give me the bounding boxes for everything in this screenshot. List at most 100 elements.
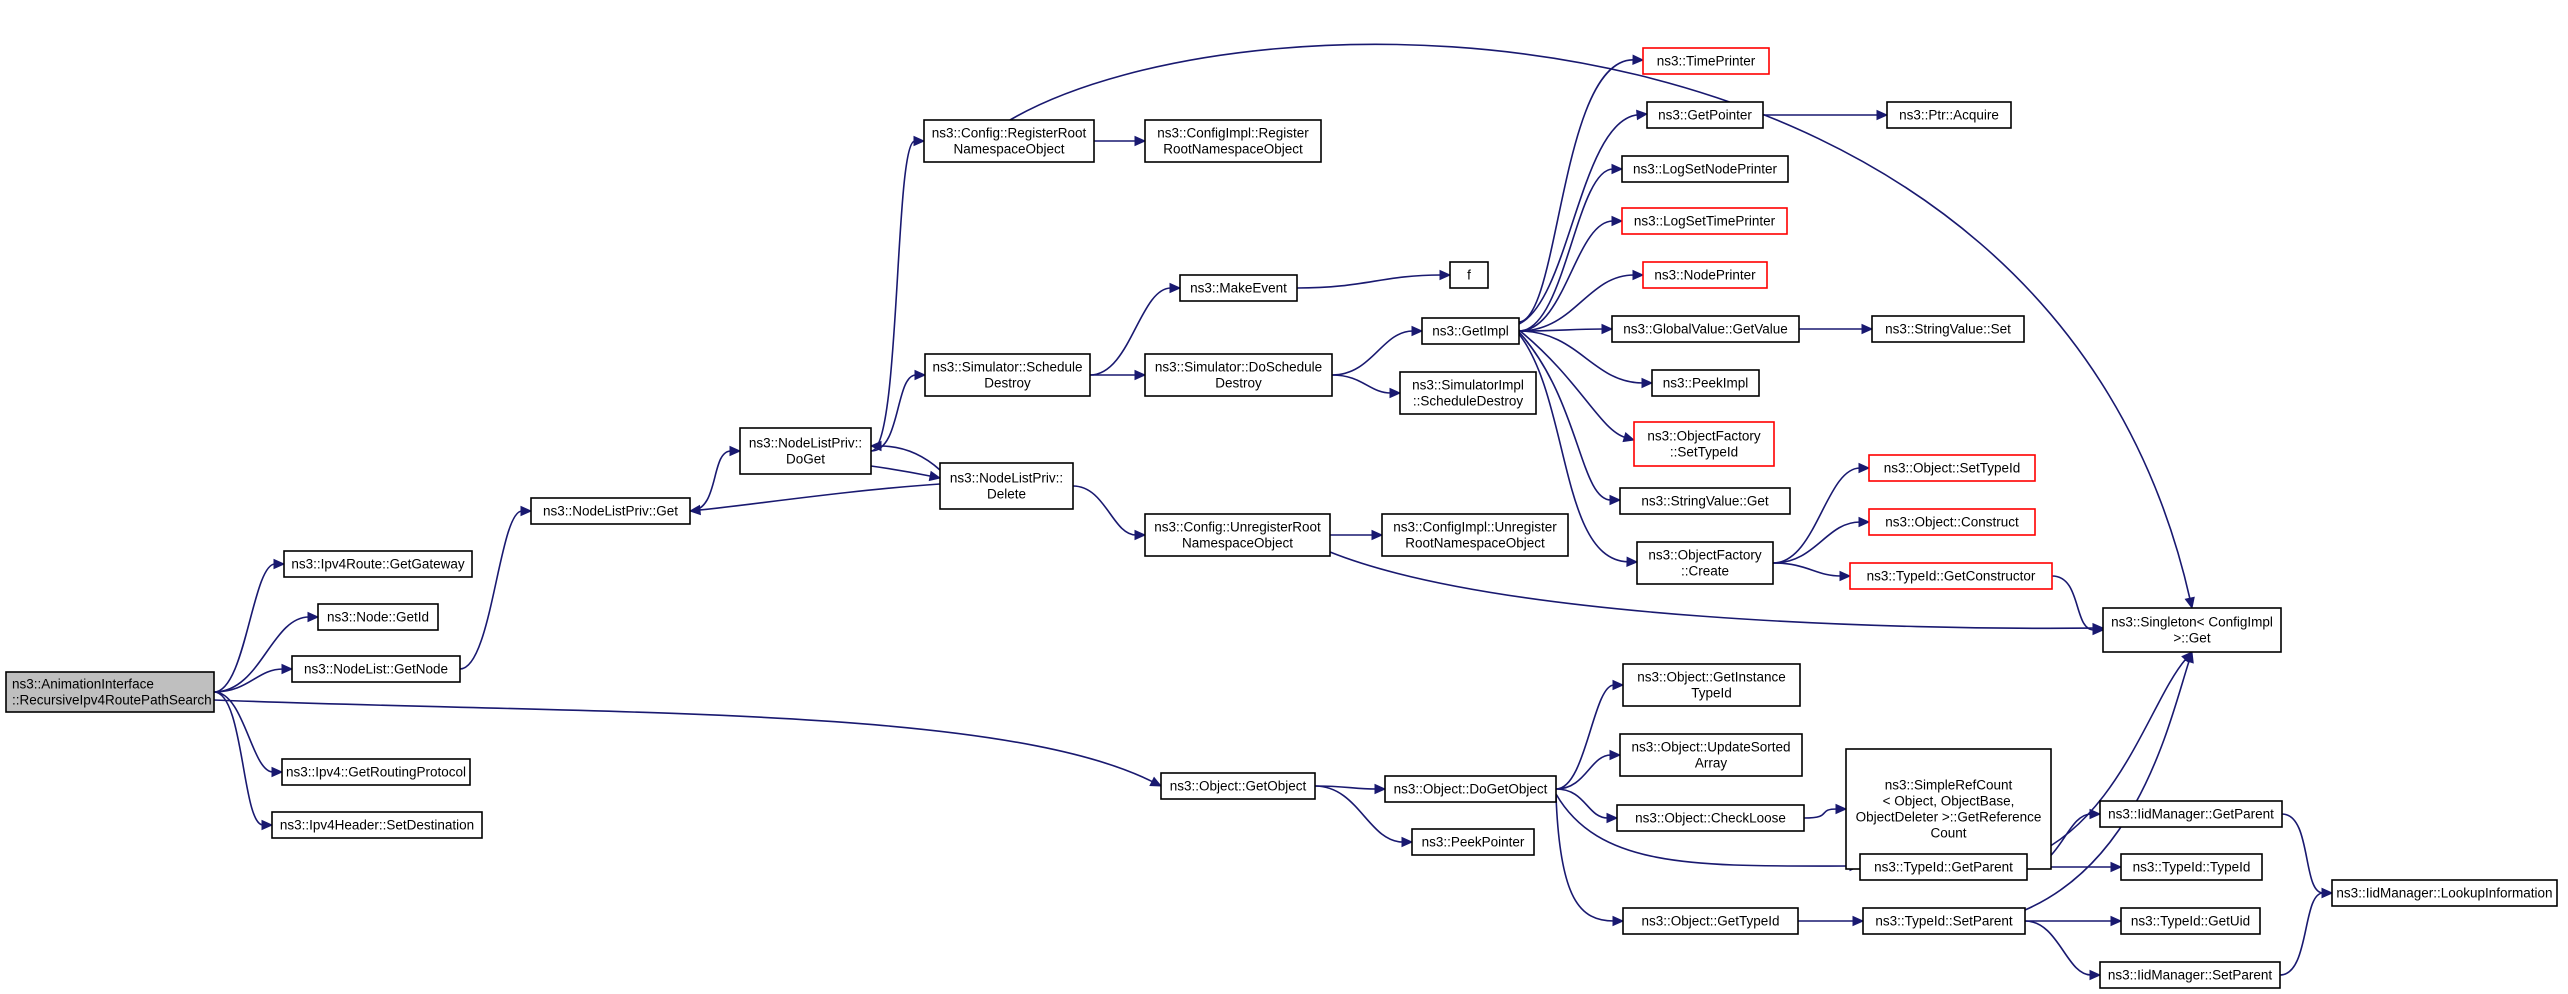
node-singleton[interactable]: ns3::Singleton< ConfigImpl>::Get [2102,607,2282,653]
node-nlpdelete[interactable]: ns3::NodeListPriv::Delete [939,462,1074,510]
node-ptracquire[interactable]: ns3::Ptr::Acquire [1886,101,2012,129]
edge-tidsetparent-to-iidsetparent [2024,920,2102,981]
node-label: f [1467,268,1471,283]
node-ofsettypeid[interactable]: ns3::ObjectFactory::SetTypeId [1633,421,1775,467]
arrow-head-icon [271,766,284,778]
node-label: ns3::TypeId::GetConstructor [1867,569,2036,584]
edge-line [2051,575,2095,631]
node-nodegetid[interactable]: ns3::Node::GetId [317,603,439,631]
node-label: Count [1930,826,1966,841]
node-nodeprinter[interactable]: ns3::NodePrinter [1642,261,1768,289]
node-label: ns3::Simulator::Schedule [932,360,1082,375]
node-tidtypeid[interactable]: ns3::TypeId::TypeId [2120,853,2263,881]
node-objsettypeid[interactable]: ns3::Object::SetTypeId [1868,454,2036,482]
node-iidsetparent[interactable]: ns3::IidManager::SetParent [2099,961,2281,989]
node-label: ::RecursiveIpv4RoutePathSearch [12,693,212,708]
node-ipv4getrouting[interactable]: ns3::Ipv4::GetRoutingProtocol [281,758,471,786]
arrow-head-icon [2321,887,2334,899]
node-label: ns3::Object::CheckLoose [1635,811,1786,826]
node-tidgetuid[interactable]: ns3::TypeId::GetUid [2120,907,2261,935]
node-label: ns3::Object::GetTypeId [1641,914,1779,929]
node-peekpointer[interactable]: ns3::PeekPointer [1411,828,1535,856]
node-getpointer[interactable]: ns3::GetPointer [1646,101,1764,129]
node-box [1144,119,1322,163]
node-box [1616,804,1805,832]
arrow-head-icon [1374,783,1387,795]
edges-layer [213,43,2334,981]
node-getimpl[interactable]: ns3::GetImpl [1421,317,1520,345]
node-ipv4header[interactable]: ns3::Ipv4Header::SetDestination [271,811,483,839]
node-iidgetparent[interactable]: ns3::IidManager::GetParent [2099,800,2283,828]
arrow-head-icon [1371,529,1384,541]
node-iidlookup[interactable]: ns3::IidManager::LookupInformation [2331,879,2558,907]
node-makeevent[interactable]: ns3::MakeEvent [1179,274,1298,302]
node-label: Destroy [984,376,1031,391]
node-tidgetparent[interactable]: ns3::TypeId::GetParent [1859,853,2028,881]
edge-line [459,510,523,670]
node-ofcreate[interactable]: ns3::ObjectFactory::Create [1636,541,1774,585]
node-nodelistgetnode[interactable]: ns3::NodeList::GetNode [291,655,461,683]
node-label: ns3::IidManager::GetParent [2108,807,2274,822]
node-tidgetctor[interactable]: ns3::TypeId::GetConstructor [1849,562,2053,590]
node-objdogetobject[interactable]: ns3::Object::DoGetObject [1384,775,1557,803]
node-label: ns3::TimePrinter [1657,54,1756,69]
node-label: ns3::SimpleRefCount [1885,778,2013,793]
edge-ofcreate-to-objconstruct [1772,516,1871,564]
node-objconstruct[interactable]: ns3::Object::Construct [1868,508,2036,536]
arrow-head-icon [928,470,942,482]
node-root[interactable]: ns3::AnimationInterface::RecursiveIpv4Ro… [5,671,215,713]
node-box [1179,274,1298,302]
edge-line [870,140,916,452]
node-ipv4route[interactable]: ns3::Ipv4Route::GetGateway [283,550,473,578]
node-objgetobject[interactable]: ns3::Object::GetObject [1160,772,1316,800]
node-box [1384,775,1557,803]
edge-line [2024,660,2190,911]
node-box [1636,541,1774,585]
node-cfgimplunreg[interactable]: ns3::ConfigImpl::UnregisterRootNamespace… [1381,513,1569,557]
node-simplerefcount[interactable]: ns3::SimpleRefCount< Object, ObjectBase,… [1845,748,2052,870]
node-objgettypeid[interactable]: ns3::Object::GetTypeId [1622,907,1799,935]
edge-line [1555,684,1615,790]
arrow-head-icon [1858,462,1871,474]
node-nlpdoget[interactable]: ns3::NodeListPriv::DoGet [739,427,872,475]
edge-tidsetparent-to-tidgetuid [2025,915,2123,927]
node-svset[interactable]: ns3::StringValue::Set [1871,315,2025,343]
node-label: ns3::TypeId::GetUid [2131,914,2250,929]
edge-line [1555,795,1615,922]
node-simimplsched[interactable]: ns3::SimulatorImpl::ScheduleDestroy [1399,371,1537,415]
node-simschedule[interactable]: ns3::Simulator::ScheduleDestroy [924,353,1091,397]
node-logsettime[interactable]: ns3::LogSetTimePrinter [1621,207,1788,235]
node-box [317,603,439,631]
node-label: ns3::Singleton< ConfigImpl [2111,615,2273,630]
edge-tidgetctor-to-singleton [2051,575,2105,636]
node-peekimpl[interactable]: ns3::PeekImpl [1651,369,1760,397]
node-box [1621,155,1789,183]
arrow-head-icon [1839,570,1852,582]
node-f[interactable]: f [1449,261,1489,289]
node-logsetnode[interactable]: ns3::LogSetNodePrinter [1621,155,1789,183]
node-label: ns3::GlobalValue::GetValue [1623,322,1788,337]
arrow-head-icon [1134,135,1147,147]
node-cfgunreg[interactable]: ns3::Config::UnregisterRootNamespaceObje… [1144,513,1331,557]
node-label: ns3::IidManager::SetParent [2108,968,2273,983]
node-svget[interactable]: ns3::StringValue::Get [1619,487,1791,515]
node-timeprinter[interactable]: ns3::TimePrinter [1642,47,1770,75]
nodes-layer: ns3::AnimationInterface::RecursiveIpv4Ro… [5,47,2558,989]
node-gvgetvalue[interactable]: ns3::GlobalValue::GetValue [1611,315,1800,343]
edge-objgetobject-to-peekpointer [1314,785,1414,848]
node-label: ns3::LogSetTimePrinter [1634,214,1776,229]
node-label: RootNamespaceObject [1163,142,1303,157]
edge-line [1314,785,1404,843]
node-cfgimplreg[interactable]: ns3::ConfigImpl::RegisterRootNamespaceOb… [1144,119,1322,163]
node-nlpget[interactable]: ns3::NodeListPriv::Get [530,497,691,525]
node-box [1621,207,1788,235]
node-objcheckloose[interactable]: ns3::Object::CheckLoose [1616,804,1805,832]
arrow-head-icon [1858,516,1871,528]
edge-line [1009,43,2191,600]
node-tidsetparent[interactable]: ns3::TypeId::SetParent [1862,907,2026,935]
edge-cfgregroot-to-singleton [1009,43,2195,610]
